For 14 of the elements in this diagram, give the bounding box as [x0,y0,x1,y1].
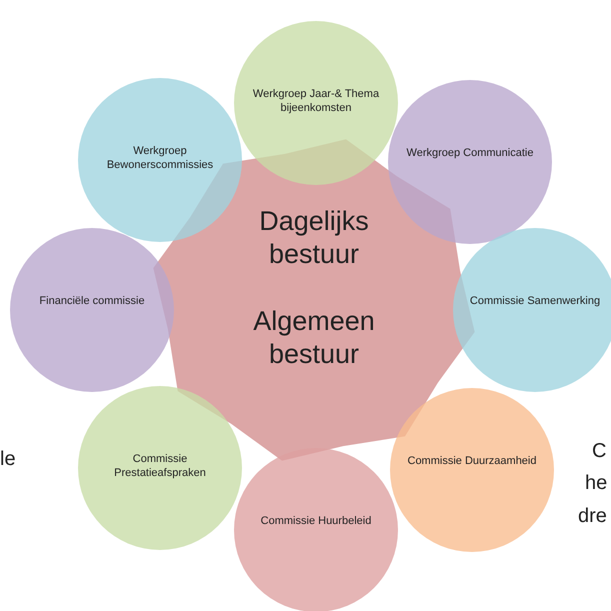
page-text-fragment: he [585,472,608,495]
committee-name: Werkgroep Bewonerscommissies [106,144,214,172]
committee-name: Commissie Samenwerking [468,294,602,308]
committee-name: Commissie Duurzaamheid [406,454,538,468]
page-text-fragment: C [592,440,606,463]
board-title: Algemeen bestuur [253,306,375,369]
page-text-fragment: le [0,448,16,471]
committee-name: Commissie Prestatieafspraken [113,452,207,480]
page-text-fragment: dre [578,505,607,528]
committee-name: Werkgroep Jaar-& Thema bijeenkomsten [252,87,380,115]
committee-name: Financiële commissie [38,294,146,308]
committee-name: Werkgroep Communicatie [406,146,534,160]
board-title: Dagelijks bestuur [259,206,369,269]
committee-name: Commissie Huurbeleid [260,514,372,528]
